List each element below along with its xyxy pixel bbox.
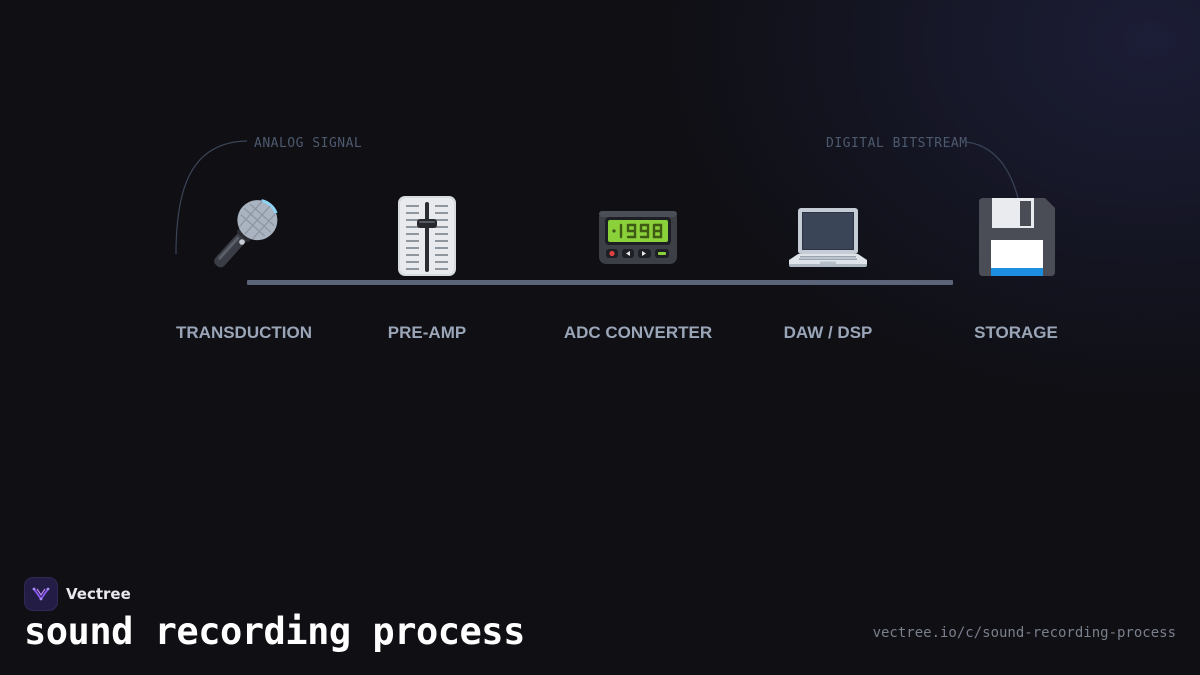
stage-label: STORAGE: [974, 323, 1058, 342]
fader-icon: [398, 196, 456, 276]
stage-label: TRANSDUCTION: [176, 323, 312, 342]
brand-name: Vectree: [66, 585, 131, 603]
stage-label: DAW / DSP: [783, 323, 873, 342]
floppy-disk-icon: [979, 198, 1055, 276]
vectree-logo-mark: [32, 587, 50, 601]
timeline-bar: [247, 280, 953, 285]
region-label-analog: ANALOG SIGNAL: [254, 136, 363, 151]
pager-icon: [599, 211, 677, 264]
stage-label: ADC CONVERTER: [563, 323, 713, 342]
analog-connector-curve: [175, 140, 248, 255]
region-label-digital: DIGITAL BITSTREAM: [826, 136, 968, 151]
stage-label: PRE-AMP: [387, 323, 467, 342]
page-url[interactable]: vectree.io/c/sound-recording-process: [872, 625, 1176, 641]
brand: Vectree: [24, 577, 131, 611]
microphone-icon: [214, 198, 279, 268]
laptop-icon: [789, 208, 867, 267]
vectree-logo: [24, 577, 58, 611]
page-title: sound recording process: [24, 610, 525, 653]
